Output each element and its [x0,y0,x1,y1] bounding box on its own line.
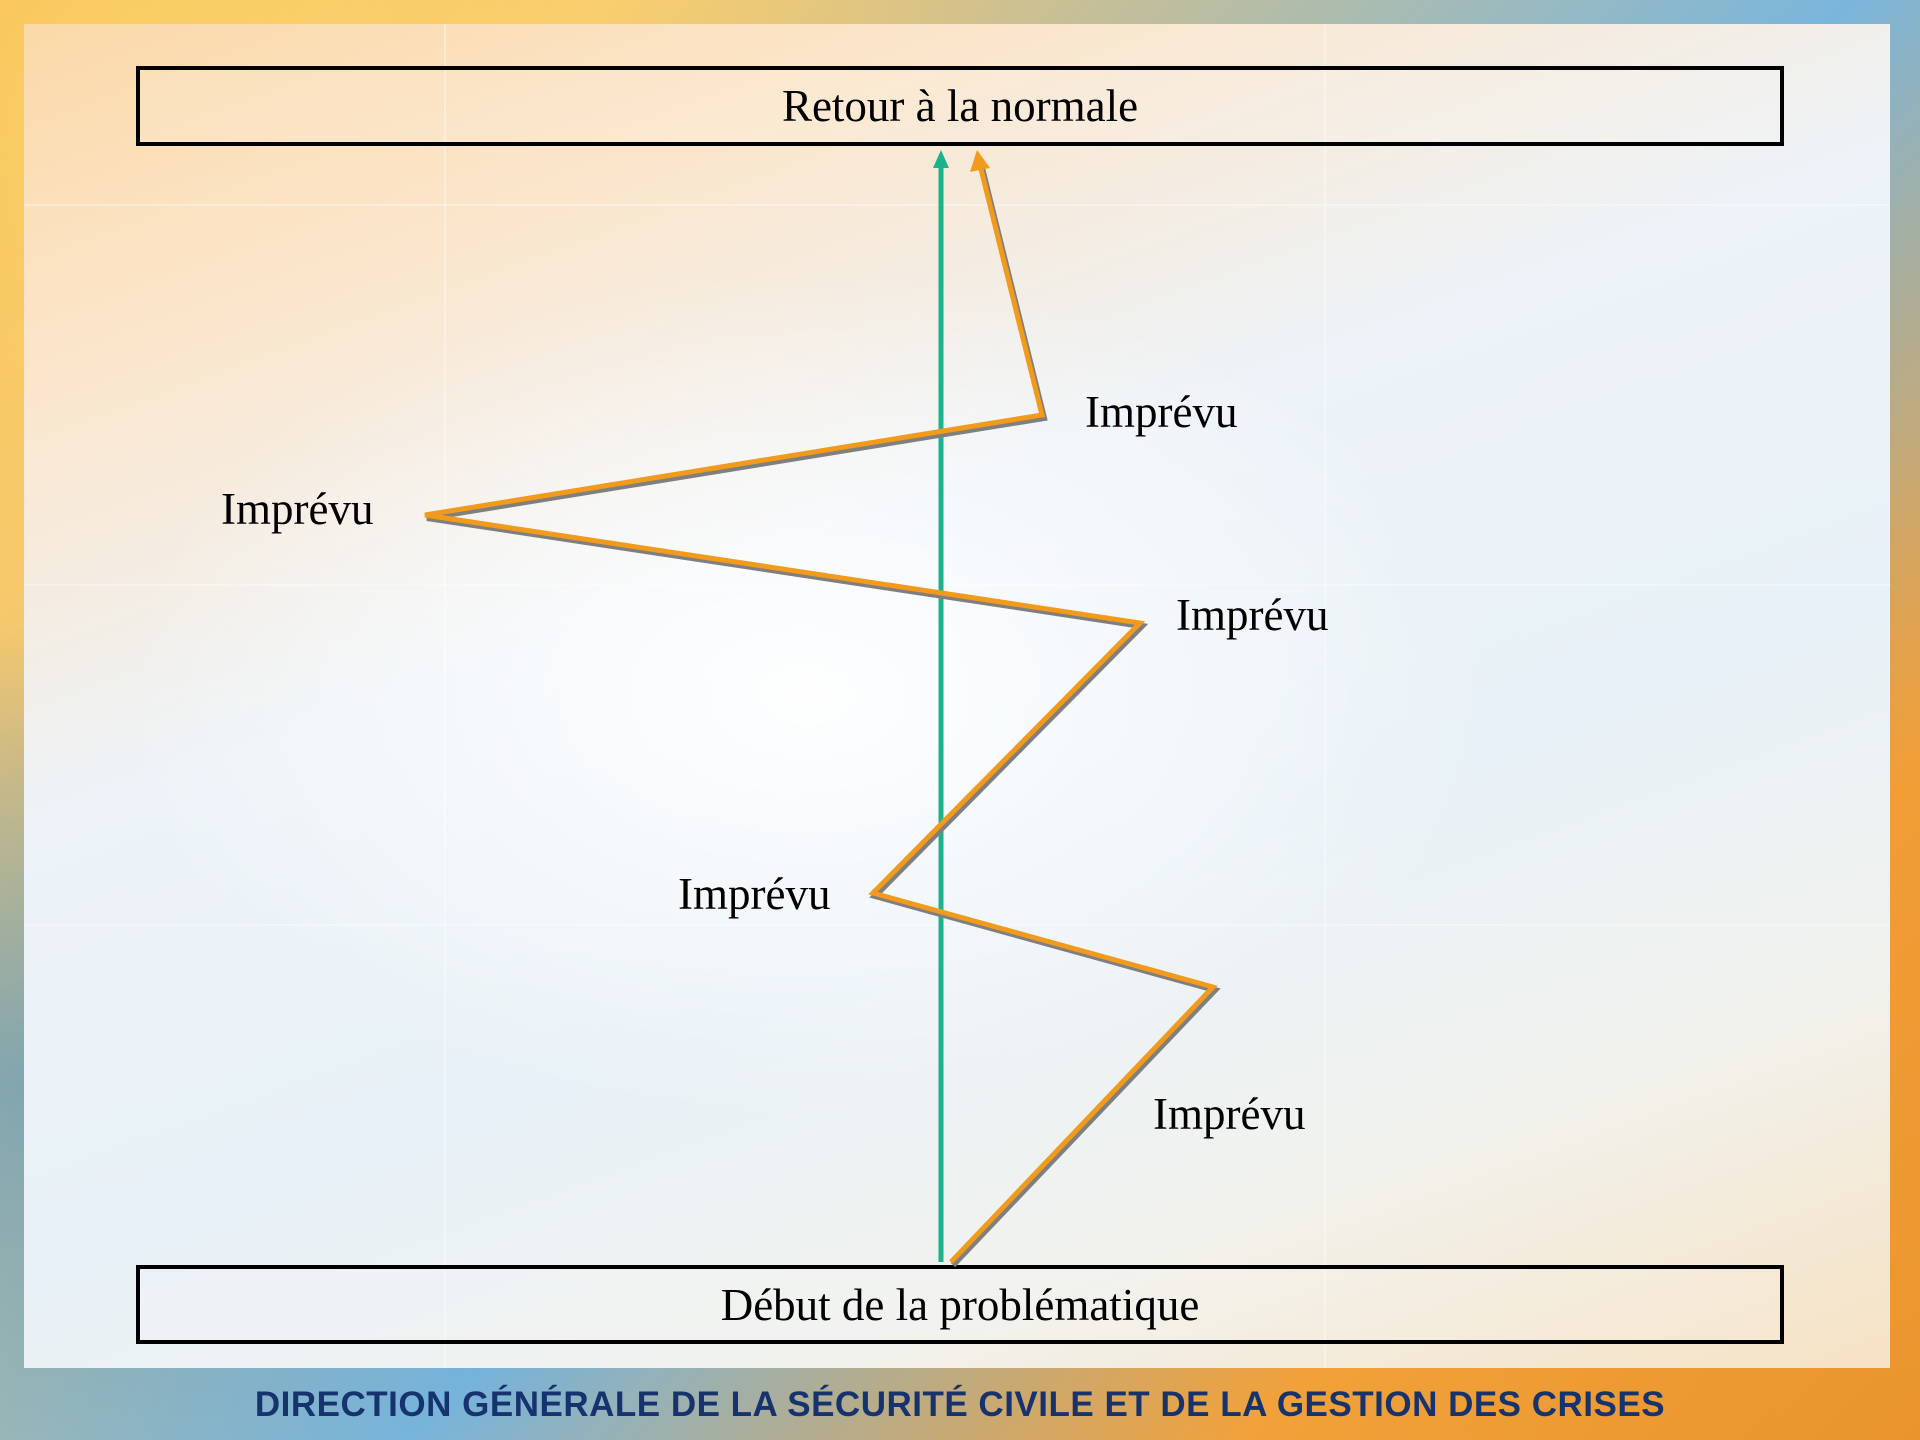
ideal-path-arrow [933,150,949,1262]
actual-path-line [424,164,1218,1264]
actual-path-shadow [426,167,1221,1268]
slide-panel [24,24,1890,1368]
event-label: Imprévu [678,869,831,919]
grid-line [24,924,1890,926]
footer-organization: DIRECTION GÉNÉRALE DE LA SÉCURITÉ CIVILE… [254,1385,1666,1424]
actual-path-arrow [424,150,1221,1268]
event-label: Imprévu [1085,387,1238,437]
grid-line [24,204,1890,206]
start-box: Début de la problématique [136,1265,1784,1344]
grid-line [1324,24,1326,1368]
event-label: Imprévu [221,484,374,534]
ideal-path-arrowhead [933,150,949,168]
grid-line [24,584,1890,586]
start-label: Début de la problématique [720,1279,1200,1330]
event-label: Imprévu [1153,1089,1306,1139]
grid-line [444,24,446,1368]
actual-path-arrowhead [970,150,990,172]
event-label: Imprévu [1176,590,1329,640]
goal-box: Retour à la normale [136,66,1784,146]
goal-label: Retour à la normale [781,81,1139,131]
